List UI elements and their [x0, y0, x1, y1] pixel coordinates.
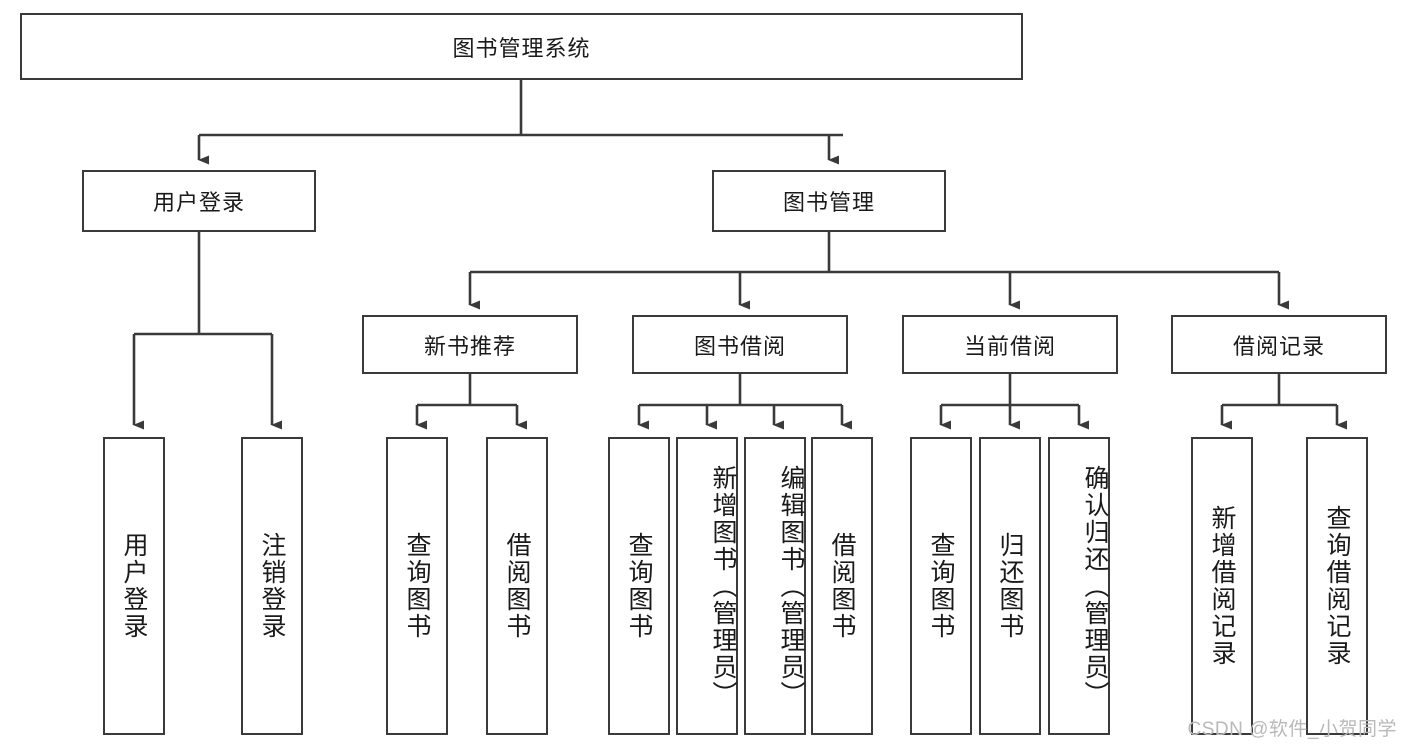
node-new-book-recommend[interactable]: 新书推荐 [362, 315, 578, 374]
node-user-login[interactable]: 用户登录 [82, 170, 316, 232]
leaf-logout[interactable]: 注销登录 [241, 437, 303, 735]
node-current-borrow[interactable]: 当前借阅 [902, 315, 1118, 374]
csdn-watermark: CSDN @软件_小贺同学 [1187, 719, 1397, 740]
leaf-confirm-return-admin[interactable]: 确认归还（管理员） [1048, 437, 1110, 735]
leaf-query-book-borrow[interactable]: 查询图书 [608, 437, 670, 735]
leaf-return-book[interactable]: 归还图书 [979, 437, 1041, 735]
leaf-borrow-book-recommend[interactable]: 借阅图书 [486, 437, 548, 735]
leaf-add-borrow-record[interactable]: 新增借阅记录 [1191, 437, 1253, 735]
node-root-system[interactable]: 图书管理系统 [20, 13, 1023, 80]
leaf-query-book-current[interactable]: 查询图书 [910, 437, 972, 735]
leaf-user-login[interactable]: 用户登录 [103, 437, 165, 735]
leaf-borrow-book[interactable]: 借阅图书 [811, 437, 873, 735]
leaf-query-borrow-record[interactable]: 查询借阅记录 [1306, 437, 1368, 735]
node-borrow-record[interactable]: 借阅记录 [1171, 315, 1387, 374]
leaf-query-book-recommend[interactable]: 查询图书 [386, 437, 448, 735]
leaf-add-book-admin[interactable]: 新增图书（管理员） [676, 437, 738, 735]
node-book-management[interactable]: 图书管理 [712, 170, 946, 232]
leaf-edit-book-admin[interactable]: 编辑图书（管理员） [744, 437, 806, 735]
node-book-borrow[interactable]: 图书借阅 [632, 315, 848, 374]
